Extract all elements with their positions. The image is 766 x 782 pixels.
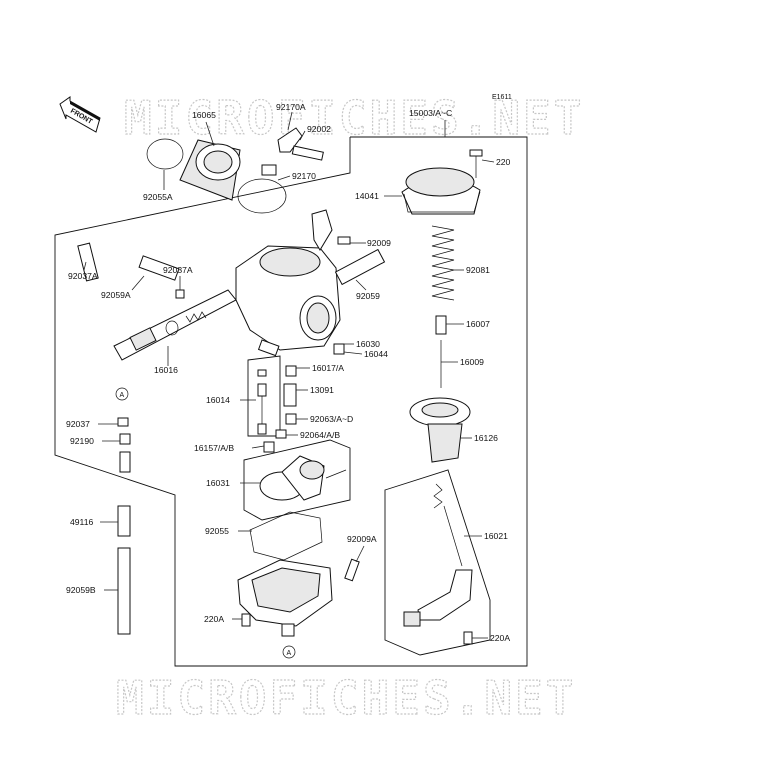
assembly-frame [54, 136, 528, 667]
label-16009: 16009 [460, 357, 484, 367]
label-92064: 92064/A/B [300, 430, 340, 440]
diaphragm-16126 [409, 397, 471, 463]
label-92009: 92009 [367, 238, 391, 248]
front-arrow-icon: FRONT [59, 96, 101, 133]
part-labels: 16065 92170A 92002 92170 92055A 15003/A~… [66, 102, 511, 643]
carb-holder-16065 [179, 139, 241, 201]
label-92055: 92055 [205, 526, 229, 536]
label-92170a: 92170A [276, 102, 306, 112]
starter-plunger-16016 [113, 289, 237, 361]
label-16007: 16007 [466, 319, 490, 329]
bolt-92002 [291, 145, 324, 161]
watermark-top: MICROFICHES.NET [124, 91, 584, 145]
ref-a-left: A [120, 392, 125, 399]
label-92037: 92037 [66, 419, 90, 429]
label-92037a-right: 92037A [163, 265, 193, 275]
label-92009a: 92009A [347, 534, 377, 544]
choke-valve-16031 [259, 455, 347, 501]
plug-92037 [117, 417, 129, 427]
label-16157: 16157/A/B [194, 443, 234, 453]
label-92170: 92170 [292, 171, 316, 181]
label-92002: 92002 [307, 124, 331, 134]
screw-220a-left [241, 613, 251, 627]
fitting-49116 [117, 505, 131, 537]
leader-lines [83, 111, 495, 639]
label-16126: 16126 [474, 433, 498, 443]
o-ring-92055a [146, 138, 184, 170]
label-16031: 16031 [206, 478, 230, 488]
label-16065: 16065 [192, 110, 216, 120]
label-16030: 16030 [356, 339, 380, 349]
watermark-bottom: MICROFICHES.NET [116, 671, 576, 725]
diagram-code: E1611 [492, 94, 512, 101]
tube-92059b [117, 547, 131, 635]
label-220a-left: 220A [204, 614, 224, 624]
label-16021: 16021 [484, 531, 508, 541]
label-15003: 15003/A~C [409, 108, 452, 118]
label-16044: 16044 [364, 349, 388, 359]
screw-220 [469, 149, 483, 178]
cable-bracket-16021 [403, 483, 473, 627]
top-cover-14041 [401, 167, 481, 215]
gasket-92055 [249, 511, 323, 561]
label-92059b: 92059B [66, 585, 96, 595]
label-13091: 13091 [310, 385, 334, 395]
clamp-92170 [237, 164, 287, 214]
washer-92190 [119, 433, 131, 445]
needle-holder-16007 [435, 315, 447, 335]
spring-92081 [431, 225, 455, 301]
label-16014: 16014 [206, 395, 230, 405]
carburetor-body [235, 209, 341, 357]
label-92190: 92190 [70, 436, 94, 446]
ref-circle-a-bottom [282, 645, 296, 659]
cable-box-frame [384, 469, 491, 656]
float-bowl [237, 559, 333, 637]
tube-92059 [334, 248, 386, 286]
label-92059: 92059 [356, 291, 380, 301]
label-92037a-left: 92037A [68, 271, 98, 281]
tube-92059a [138, 255, 180, 281]
clip-92037a [175, 289, 185, 299]
tube-short [119, 451, 131, 473]
ref-a-bottom: A [287, 650, 292, 657]
label-220a-right: 220A [490, 633, 510, 643]
label-220: 220 [496, 157, 511, 167]
label-92063: 92063/A~D [310, 414, 353, 424]
label-92055a: 92055A [143, 192, 173, 202]
label-16016: 16016 [154, 365, 178, 375]
screw-220a-right [463, 631, 473, 645]
bracket-92170a [277, 127, 303, 153]
label-14041: 14041 [355, 191, 379, 201]
label-92059a: 92059A [101, 290, 131, 300]
tube-92037a-left [77, 242, 99, 282]
choke-box-frame [243, 439, 351, 521]
jet-assembly [257, 343, 345, 453]
label-49116: 49116 [70, 517, 93, 527]
label-16017: 16017/A [312, 363, 344, 373]
screw-92009a [344, 558, 360, 582]
screw-92009 [337, 236, 351, 245]
ref-circle-a-left [115, 387, 129, 401]
label-92081: 92081 [466, 265, 490, 275]
